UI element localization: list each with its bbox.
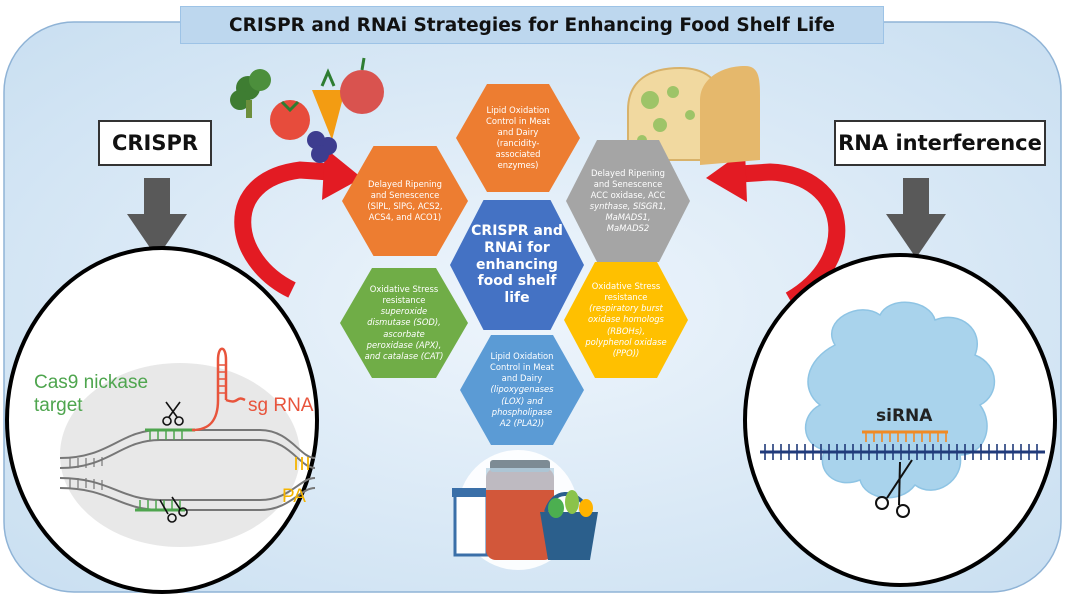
center-hex-line: CRISPR and [471,223,563,239]
hex-upper-right-line: Delayed Ripening [590,167,665,178]
scissors-icon-lower [159,496,188,523]
hex-lower-right-line: (PPO)) [612,347,640,358]
hex-lower-left-line: dismutase (SOD), [367,317,441,328]
hex-lower-left-line: resistance [382,295,426,306]
hex-upper-right-line: and Senescence [593,178,663,189]
vegetables-illustration [230,57,384,163]
hex-bottom-line: Control in Meat [489,362,555,373]
left-curved-arrow [234,148,362,298]
scissors-icon-rnai [875,459,913,518]
hex-upper-right-line: ACC oxidase, ACC [590,189,666,200]
hex-bottom-line: (LOX) and [501,395,543,406]
food-jars-illustration [452,450,598,570]
hex-lower-right-line: polyphenol oxidase [585,336,667,347]
rnai-circle [743,253,1057,587]
hex-lower-right-line: (RBOHs), [606,325,645,336]
diagram-title: CRISPR and RNAi Strategies for Enhancing… [229,14,835,36]
hex-upper-left-line: and Senescence [370,189,440,200]
hex-lower-right-line: Oxidative Stress [591,281,661,292]
title-banner: CRISPR and RNAi Strategies for Enhancing… [180,6,884,44]
sg-rna-label: sg RNA [248,395,314,416]
hex-upper-left-line: Delayed Ripening [367,178,442,189]
hex-top-line: Control in Meat [485,115,551,126]
hex-top-line: enzymes) [497,160,539,171]
moldy-bread-illustration [627,66,760,165]
hex-lower-left-line: peroxidase (APX), [366,339,442,350]
cas9-nickase-target-label: Cas9 nickase target [34,372,149,416]
hex-lower-right-line: (respiratory burst [589,303,663,314]
hex-bottom-line: A2 (PLA2)) [499,417,545,428]
rnai-label: RNA interference [834,120,1046,166]
hex-upper-left-line: ACS4, and ACO1) [368,212,442,223]
hex-top-line: associated [495,149,541,160]
rnai-label-text: RNA interference [838,131,1042,155]
center-hex-line: RNAi for [484,239,550,256]
hex-upper-right-line: MaMADS1, [605,212,651,223]
hex-top-line: Lipid Oxidation [486,104,550,115]
hex-lower-left-line: and catalase (CAT) [364,350,444,361]
hex-bottom-line: Lipid Oxidation [490,351,554,362]
pam-label: PA [282,486,306,507]
crispr-down-arrow [127,178,187,258]
hex-upper-right-line: synthase, SlSGR1, [589,201,667,211]
right-curved-arrow [706,150,846,308]
crispr-circle [5,246,319,594]
center-hex-line: enhancing [476,256,558,273]
center-hex-line: life [504,290,530,307]
hex-upper-left-line: (SlPL, SlPG, ACS2, [367,201,443,211]
hex-bottom-line: phospholipase [491,406,553,417]
crispr-label-text: CRISPR [111,131,199,155]
hex-lower-right-line: oxidase homologs [588,314,664,325]
hex-lower-left-line: superoxide [380,306,428,317]
scissors-icon [162,401,184,426]
hex-top-line: and Dairy [497,126,539,137]
hex-bottom-line: (lipoxygenases [490,384,554,395]
crispr-label: CRISPR [98,120,212,166]
center-hex-line: food shelf [477,273,557,290]
rnai-down-arrow [886,178,946,258]
hex-top-line: (rancidity- [496,138,540,148]
hex-bottom-line: and Dairy [501,373,543,384]
hex-upper-right-line: MaMADS2 [606,223,650,234]
hex-lower-left-line: ascorbate [383,328,425,339]
sirna-label: siRNA [876,406,933,426]
hex-lower-left-line: Oxidative Stress [369,284,439,295]
hex-lower-right-line: resistance [604,292,648,303]
